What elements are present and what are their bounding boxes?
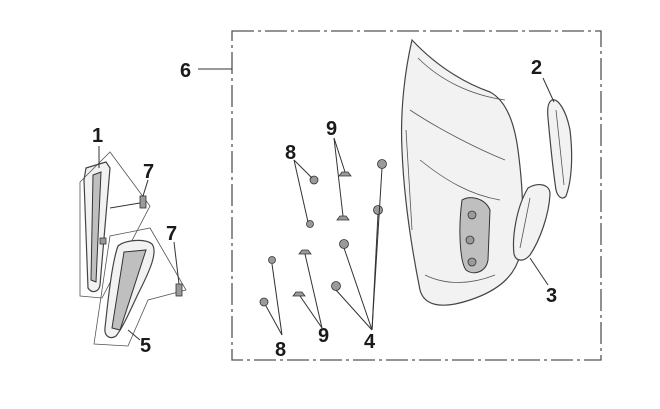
callout-7b: 7	[166, 223, 177, 245]
leader-5	[127, 329, 141, 341]
assembly-frame	[231, 30, 602, 361]
callout-2: 2	[531, 57, 542, 79]
callout-9a: 9	[326, 118, 337, 140]
callout-8a: 8	[285, 142, 296, 164]
callout-3: 3	[546, 285, 557, 307]
callout-4: 4	[364, 331, 376, 353]
callout-5: 5	[140, 335, 151, 357]
callout-6: 6	[180, 60, 191, 82]
callout-1: 1	[92, 125, 103, 147]
clip-7-upper	[109, 179, 149, 209]
nuts-4	[331, 159, 387, 331]
screws-8-upper	[293, 159, 319, 228]
grommets-9-upper	[333, 137, 352, 221]
upper-side-trim	[547, 99, 573, 199]
side-panel	[83, 161, 111, 293]
leader-2	[542, 77, 555, 103]
callout-9b: 9	[318, 325, 329, 347]
clip-7-lower	[173, 241, 183, 297]
grommets-9-lower	[292, 249, 323, 329]
screws-8-lower	[259, 256, 283, 336]
windshield-cowl	[400, 38, 524, 306]
callout-8b: 8	[275, 339, 286, 361]
callout-7a: 7	[143, 161, 154, 183]
bracket-5	[93, 227, 187, 347]
lower-side-panel	[104, 239, 155, 339]
lower-side-trim	[512, 184, 551, 261]
leader-3	[529, 257, 549, 286]
